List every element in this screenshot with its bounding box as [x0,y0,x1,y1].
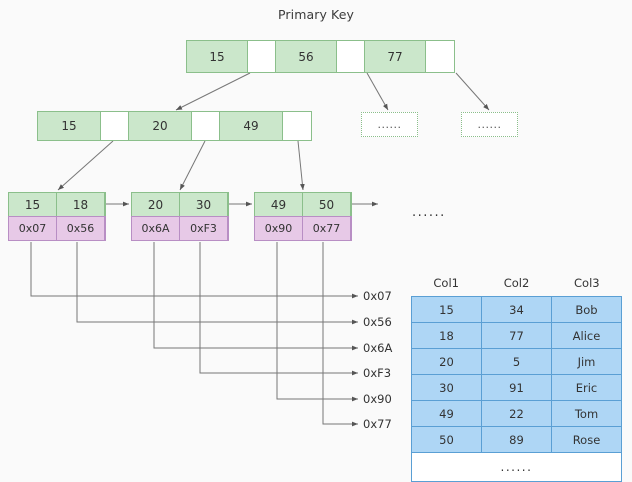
table-row[interactable]: 50 89 Rose [412,427,621,452]
leaf-address-cell[interactable]: 0x77 [303,217,351,240]
table-row[interactable]: 20 5 Jim [412,349,621,375]
table-body: 15 34 Bob 18 77 Alice 20 5 Jim 30 91 Eri… [411,296,622,453]
table-cell: 91 [482,375,552,400]
table-cell: 20 [412,349,482,374]
leaf-node[interactable]: 15 18 0x07 0x56 [8,192,106,241]
column-header: Col2 [503,276,530,290]
table-row[interactable]: 30 91 Eric [412,375,621,401]
root-key-cell[interactable]: 56 [276,41,337,72]
leaf-address-cell[interactable]: 0xF3 [180,217,228,240]
table-cell: 15 [412,297,482,322]
leaf-chain-ellipsis: ...... [412,205,446,220]
edge-addr-0x77 [322,242,358,427]
address-label: 0x6A [363,341,393,355]
table-header-row: Col1 Col2 Col3 [411,276,622,296]
leaf-address-cell[interactable]: 0x56 [57,217,105,240]
table-cell: Tom [574,406,599,421]
internal-pointer-cell[interactable] [192,112,220,140]
root-pointer-cell[interactable] [426,41,454,72]
edge-internal-to-leaf-1 [57,140,114,191]
leaf-address-cell[interactable]: 0x6A [132,217,180,240]
root-pointer-cell[interactable] [248,41,276,72]
leaf-node[interactable]: 20 30 0x6A 0xF3 [131,192,229,241]
internal-key-cell[interactable]: 49 [220,112,283,140]
leaf-key-cell[interactable]: 15 [9,193,57,216]
table-cell: 77 [482,323,552,348]
leaf-key-cell[interactable]: 50 [303,193,351,216]
column-header: Col1 [433,276,459,290]
edge-internal-to-leaf-3 [297,140,305,191]
table-cell: 5 [482,349,552,374]
table-row[interactable]: 15 34 Bob [412,297,621,323]
internal-pointer-cell[interactable] [283,112,311,140]
table-cell: Alice [572,328,601,343]
root-key-cell[interactable]: 77 [365,41,426,72]
b-plus-tree-diagram: Primary Key [8,7,622,482]
leaf-node[interactable]: 49 50 0x90 0x77 [254,192,352,241]
table-cell: 49 [412,401,482,426]
table-cell: Eric [575,380,598,395]
leaf-address-cell[interactable]: 0x90 [255,217,303,240]
table-cell: Jim [577,354,596,369]
table-cell: 18 [412,323,482,348]
leaf-key-cell[interactable]: 49 [255,193,303,216]
root-pointer-cell[interactable] [337,41,365,72]
address-label: 0x56 [363,315,392,329]
leaf-key-row: 20 30 [131,192,229,216]
edge-addr-0xF3 [199,242,358,376]
data-table: Col1 Col2 Col3 15 34 Bob 18 77 Alice 20 … [411,276,622,482]
leaf-key-row: 15 18 [8,192,106,216]
edge-addr-0x6A [153,242,358,351]
address-label: 0xF3 [363,366,392,380]
root-node[interactable]: 15 56 77 [186,40,455,73]
edge-root-to-placeholder-2 [455,72,490,111]
table-cell: Bob [575,302,598,317]
table-cell: 30 [412,375,482,400]
table-cell: 22 [482,401,552,426]
edge-root-to-placeholder-1 [366,72,389,111]
leaf-key-cell[interactable]: 18 [57,193,105,216]
table-cell: 34 [482,297,552,322]
leaf-key-row: 49 50 [254,192,352,216]
address-label: 0x77 [363,417,392,431]
edge-root-to-internal [175,72,251,111]
page-title: Primary Key [277,7,355,22]
internal-pointer-cell[interactable] [101,112,129,140]
leaf-address-row: 0x90 0x77 [254,216,352,241]
edge-internal-to-leaf-2 [179,140,206,191]
placeholder-node-2[interactable]: ...... [461,112,518,137]
root-key-cell[interactable]: 15 [187,41,248,72]
leaf-key-cell[interactable]: 30 [180,193,228,216]
leaf-key-cell[interactable]: 20 [132,193,180,216]
table-row[interactable]: 18 77 Alice [412,323,621,349]
table-cell: Rose [572,432,601,447]
table-cell: 89 [482,427,552,452]
internal-node[interactable]: 15 20 49 [37,111,312,141]
internal-key-cell[interactable]: 20 [129,112,192,140]
edge-addr-0x56 [76,242,358,325]
leaf-address-row: 0x07 0x56 [8,216,106,241]
internal-key-cell[interactable]: 15 [38,112,101,140]
address-label: 0x90 [363,392,392,406]
table-cell: 50 [412,427,482,452]
edge-addr-0x07 [30,242,358,299]
column-header: Col3 [574,276,600,290]
table-footer-ellipsis: ...... [411,453,622,482]
edge-addr-0x90 [276,242,358,402]
address-label: 0x07 [363,289,392,303]
leaf-address-row: 0x6A 0xF3 [131,216,229,241]
leaf-address-cell[interactable]: 0x07 [9,217,57,240]
placeholder-node-1[interactable]: ...... [361,112,418,137]
table-row[interactable]: 49 22 Tom [412,401,621,427]
